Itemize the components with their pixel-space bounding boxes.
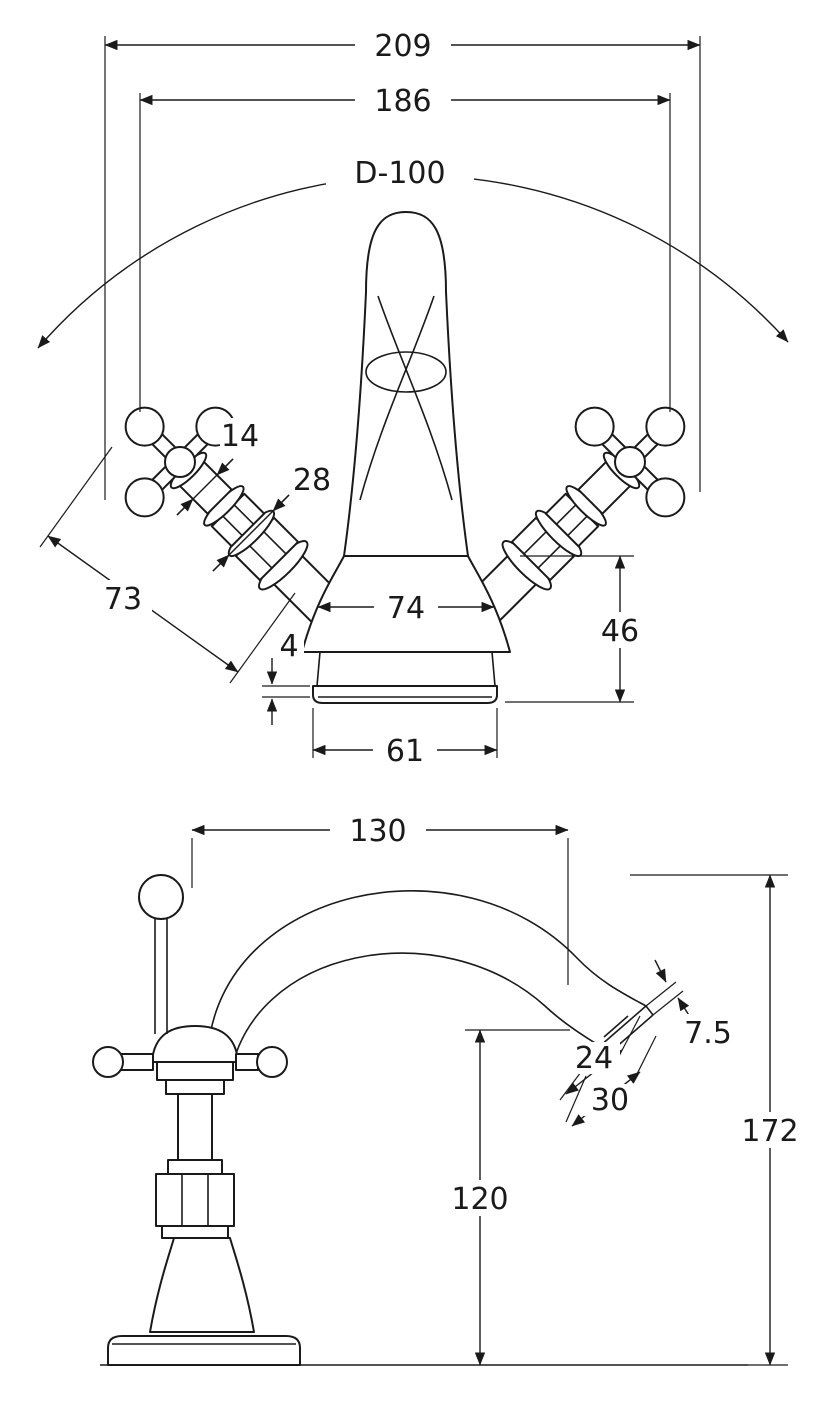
lever-ball: [138, 874, 184, 920]
handle-hub: [614, 446, 646, 478]
base-plate-side: [107, 1335, 301, 1366]
dimension-mouth-outer: 30: [565, 1035, 657, 1127]
spout-front: [343, 211, 469, 557]
handle-ball: [645, 406, 686, 447]
handle-ball: [124, 406, 165, 447]
spout-mouth-face: [599, 1005, 647, 1047]
dimension-outlet-height: 120: [446, 1029, 570, 1366]
valve-body-side: [107, 1025, 301, 1366]
dim-label-7-5: 7.5: [684, 1016, 732, 1051]
dimension-plate-thickness: 4: [262, 629, 310, 725]
popup-lever: [138, 874, 184, 1034]
dimension-overall-width: 209: [104, 26, 701, 500]
handle-ball: [574, 406, 615, 447]
valve-dome: [151, 1025, 239, 1063]
dim-label-14: 14: [221, 419, 259, 454]
dimension-flange-width: 28: [212, 462, 334, 572]
hex-nut: [155, 1173, 235, 1227]
dim-label-30: 30: [591, 1083, 629, 1118]
handle-ball: [645, 477, 686, 518]
side-view: 130 7.5 24 30: [92, 812, 804, 1366]
dim-label-4: 4: [279, 629, 298, 664]
handle-ball: [92, 1046, 124, 1078]
dim-label-186: 186: [374, 84, 431, 119]
dimension-total-height: 172: [630, 874, 804, 1366]
dim-label-172: 172: [741, 1114, 798, 1149]
dim-label-24: 24: [575, 1041, 613, 1076]
dimension-handle-span: 186: [139, 81, 671, 412]
cross-handle-side: [92, 1046, 288, 1078]
handle-ball: [256, 1046, 288, 1078]
dimension-body-height: 46: [505, 555, 652, 703]
dimension-swing-arc: D-100: [37, 152, 789, 349]
spout-collar: [365, 351, 447, 393]
dim-label-61: 61: [386, 734, 424, 769]
dim-label-74: 74: [387, 591, 425, 626]
dimension-aerator-depth: 7.5: [645, 959, 740, 1051]
handle-hub: [164, 446, 196, 478]
dimension-handle-length: 73: [39, 446, 296, 684]
dim-label-73: 73: [104, 582, 142, 617]
handle-ball: [124, 477, 165, 518]
base-front: [301, 555, 511, 704]
dimension-base-width: 61: [312, 708, 498, 769]
dimension-body-width: 74: [317, 589, 495, 626]
dimension-mouth-inner: 24: [559, 1015, 641, 1101]
dim-label-28: 28: [293, 463, 331, 498]
dim-label-46: 46: [601, 614, 639, 649]
dim-label-209: 209: [374, 29, 431, 64]
base-skirt: [149, 1237, 255, 1333]
front-view: 209 186 D-100 14: [37, 26, 789, 769]
dim-label-130: 130: [349, 814, 406, 849]
dim-label-120: 120: [451, 1182, 508, 1217]
dimension-stem-width: 14: [176, 418, 260, 516]
aerator-line: [603, 1015, 629, 1038]
dimension-spout-reach: 130: [191, 812, 569, 985]
dim-label-d100: D-100: [354, 156, 445, 191]
